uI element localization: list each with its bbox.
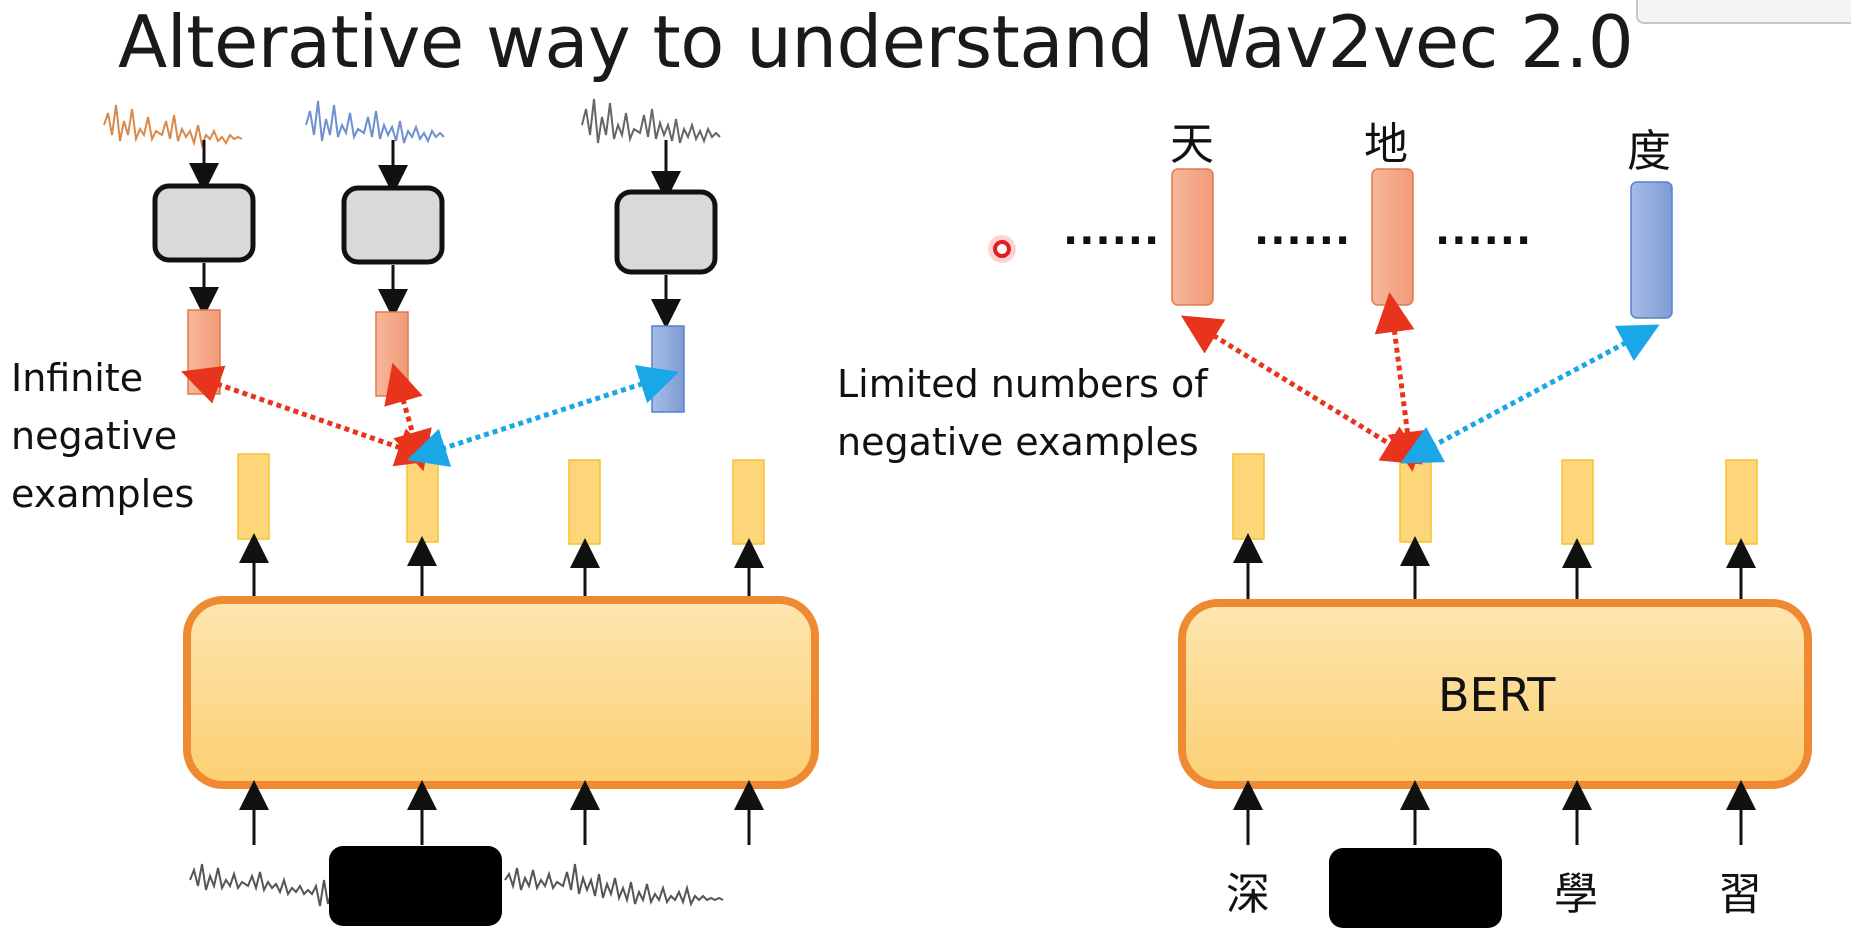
label-line: negative examples bbox=[837, 420, 1199, 464]
ellipsis-1: ...... bbox=[1063, 208, 1161, 254]
left-feature-positive-2 bbox=[375, 311, 409, 397]
right-contrastive-arrows bbox=[1180, 292, 1660, 472]
right-mask-token bbox=[1329, 848, 1502, 928]
ellipsis-2: ...... bbox=[1254, 208, 1352, 254]
top-char-1: 天 bbox=[1170, 119, 1214, 170]
laser-pointer-icon bbox=[988, 235, 1016, 263]
ellipsis-3: ...... bbox=[1435, 208, 1533, 254]
label-line: Infinite bbox=[11, 356, 144, 400]
label-line: Limited numbers of bbox=[837, 362, 1208, 406]
right-input-arrows bbox=[1233, 780, 1756, 845]
bottom-char-2: 學 bbox=[1554, 869, 1598, 920]
bert-label: BERT bbox=[1438, 668, 1556, 722]
left-feature-negative bbox=[651, 325, 685, 413]
right-embedding-positive-1 bbox=[1171, 168, 1214, 306]
left-arrows-up bbox=[239, 533, 764, 600]
waveform-top-blue bbox=[305, 100, 445, 144]
bottom-char-3: 習 bbox=[1718, 869, 1762, 920]
left-input-arrows bbox=[239, 780, 764, 845]
bottom-char-1: 深 bbox=[1226, 869, 1270, 920]
limited-negative-label: Limited numbers of negative examples bbox=[837, 355, 1208, 471]
waveform-top-orange bbox=[103, 104, 243, 149]
right-embedding-positive-2 bbox=[1371, 168, 1414, 306]
window-toolbar[interactable] bbox=[1636, 0, 1851, 24]
arrows-to-cnn bbox=[189, 140, 681, 201]
left-mask-token bbox=[329, 846, 502, 926]
infinite-negative-label: Infinite negative examples bbox=[11, 349, 194, 523]
input-waveform bbox=[189, 863, 724, 907]
bert-block bbox=[1178, 599, 1812, 789]
left-contrastive-arrows bbox=[181, 362, 680, 472]
cnn-box-2 bbox=[341, 185, 445, 265]
arrows-to-features bbox=[189, 263, 681, 329]
cnn-encoder-boxes bbox=[152, 183, 718, 275]
right-arrows-up bbox=[1233, 533, 1756, 600]
waveform-top-gray bbox=[581, 98, 721, 144]
cnn-box-1 bbox=[152, 183, 256, 263]
left-transformer-block bbox=[183, 596, 819, 789]
label-line: examples bbox=[11, 472, 195, 516]
cnn-box-3 bbox=[614, 189, 718, 275]
slide-title: Alterative way to understand Wav2vec 2.0 bbox=[118, 0, 1634, 84]
right-context-vectors bbox=[1232, 453, 1758, 545]
left-context-vectors bbox=[237, 453, 765, 545]
top-char-2: 地 bbox=[1364, 119, 1408, 170]
label-line: negative bbox=[11, 414, 178, 458]
top-char-3: 度 bbox=[1627, 126, 1671, 177]
right-embedding-negative bbox=[1630, 181, 1673, 319]
